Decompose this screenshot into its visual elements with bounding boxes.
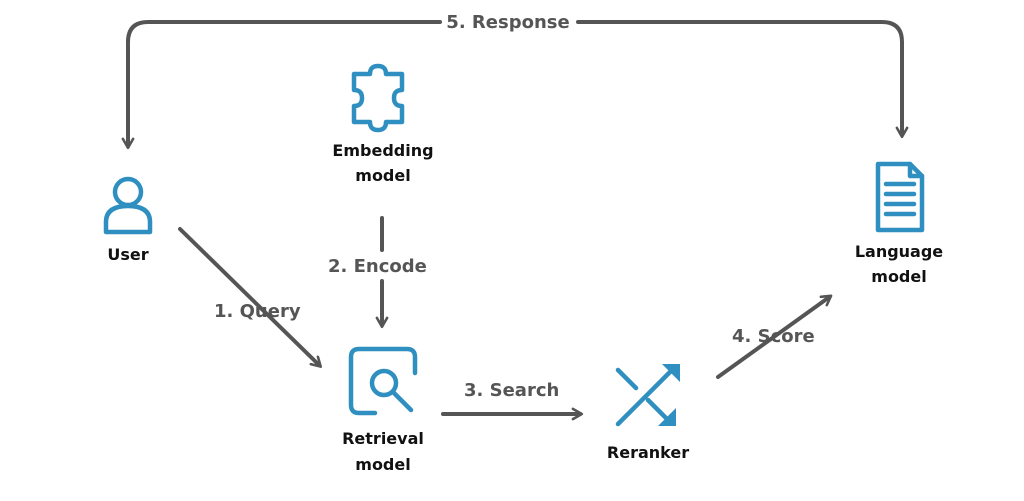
search-edge: 3. Search [441, 380, 584, 421]
encode-edge-label: 2. Encode [328, 256, 427, 277]
query-edge: 1. Query [178, 227, 323, 368]
embedding-model-label-line2: model [355, 166, 410, 185]
embedding-model-node: Embedding model [332, 63, 434, 185]
embedding-model-label-line1: Embedding [332, 141, 433, 160]
score-edge-label: 4. Score [732, 326, 815, 347]
retrieval-model-label-line2: model [355, 455, 410, 474]
search-edge-label: 3. Search [464, 380, 559, 401]
response-edge: 5. Response [121, 12, 909, 150]
search-magnifier-icon [348, 346, 418, 416]
language-model-node: Language model [855, 161, 943, 286]
shuffle-icon [615, 364, 680, 427]
response-edge-label: 5. Response [446, 12, 569, 33]
user-node: User [103, 176, 153, 264]
query-edge-label: 1. Query [214, 301, 301, 322]
reranker-label: Reranker [607, 443, 689, 462]
document-icon [875, 161, 925, 233]
user-icon [103, 176, 153, 235]
user-label: User [107, 245, 148, 264]
score-edge: 4. Score [716, 294, 833, 379]
retrieval-model-label-line1: Retrieval [342, 429, 424, 448]
encode-edge: 2. Encode [328, 216, 427, 329]
language-model-label-line2: model [871, 267, 926, 286]
retrieval-model-node: Retrieval model [342, 346, 424, 474]
puzzle-piece-icon [351, 63, 405, 133]
language-model-label-line1: Language [855, 242, 943, 261]
reranker-node: Reranker [607, 364, 689, 462]
